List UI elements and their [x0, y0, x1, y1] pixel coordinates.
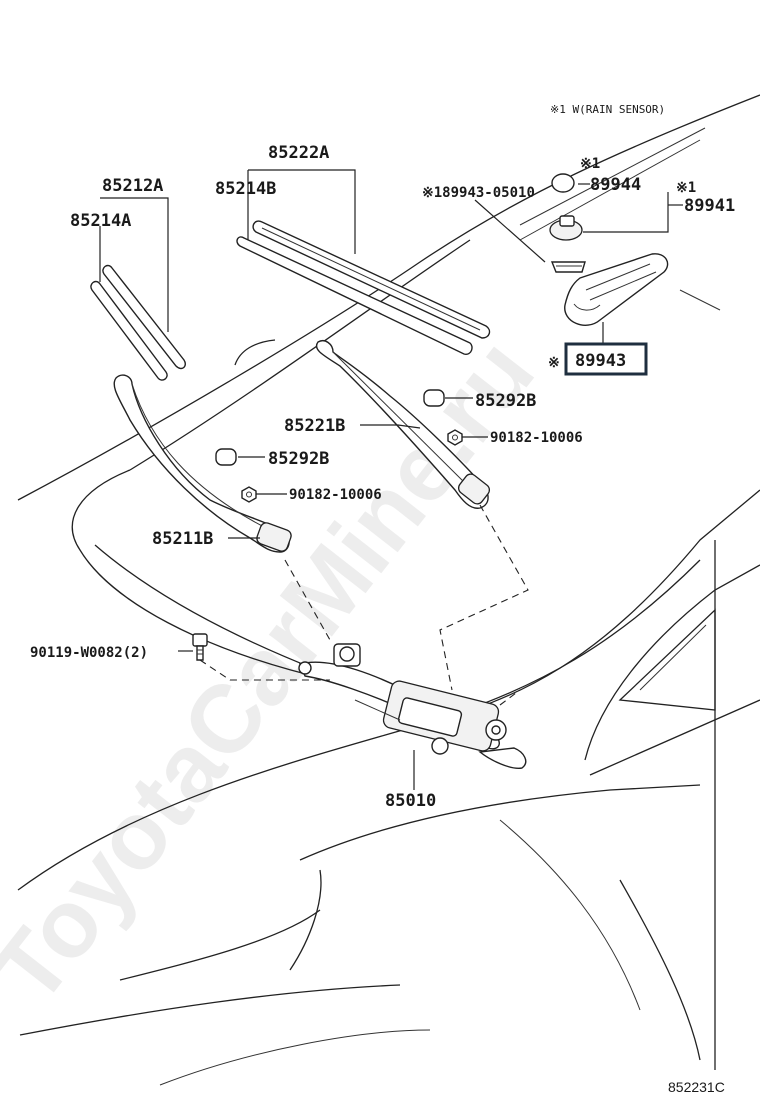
label-89943-05010: ※189943-05010 — [422, 185, 535, 201]
label-89944: 89944 — [590, 175, 641, 195]
wiper-blade-left — [90, 264, 186, 381]
label-90182-right: 90182-10006 — [490, 430, 583, 446]
watermark-text: ToyotaCarMine.ru — [0, 320, 555, 1023]
nut-left-icon — [241, 486, 257, 503]
label-89943-mark: ※ — [548, 355, 560, 371]
sensor-gel-89944-icon — [551, 173, 575, 193]
wiper-blade-right — [236, 220, 491, 355]
label-90119: 90119-W0082(2) — [30, 645, 148, 661]
label-85211b: 85211B — [152, 529, 213, 549]
label-85221b: 85221B — [284, 416, 345, 436]
label-85214b: 85214B — [215, 179, 276, 199]
label-85214a: 85214A — [70, 211, 131, 231]
bolt-90119-icon — [192, 633, 208, 661]
cap-right-icon — [423, 389, 445, 407]
note-rain-sensor: ※1 W(RAIN SENSOR) — [550, 103, 665, 116]
label-85010: 85010 — [385, 791, 436, 811]
figure-code: 852231C — [668, 1079, 725, 1095]
sensor-bracket-clip-icon — [550, 261, 586, 273]
label-85292b-right: 85292B — [475, 391, 536, 411]
sensor-89941-icon — [549, 215, 583, 241]
wiper-arm-right — [315, 340, 491, 509]
wiper-motor-linkage — [298, 643, 527, 769]
label-85222a: 85222A — [268, 143, 329, 163]
vehicle-body-outline — [17, 94, 760, 1086]
label-85212a: 85212A — [102, 176, 163, 196]
leader-lines — [99, 169, 683, 790]
label-89944-mark: ※1 — [580, 156, 600, 172]
nut-right-icon — [447, 429, 463, 446]
label-89941: 89941 — [684, 196, 735, 216]
label-89941-mark: ※1 — [676, 180, 696, 196]
sensor-cover-89943-icon — [564, 253, 669, 326]
cap-left-icon — [215, 448, 237, 466]
wiper-arm-left — [113, 374, 292, 553]
label-89943: 89943 — [575, 351, 626, 371]
dashed-position-lines — [199, 504, 529, 706]
highlight-box-89943 — [564, 342, 648, 376]
label-90182-left: 90182-10006 — [289, 487, 382, 503]
label-85292b-left: 85292B — [268, 449, 329, 469]
